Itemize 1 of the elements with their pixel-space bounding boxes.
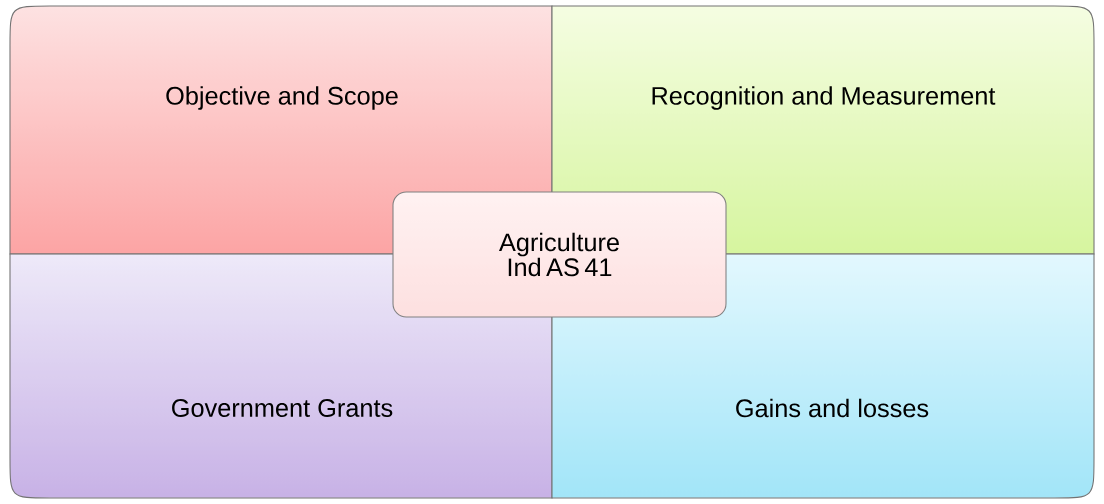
center-box: Agriculture Ind AS 41 bbox=[392, 191, 727, 318]
